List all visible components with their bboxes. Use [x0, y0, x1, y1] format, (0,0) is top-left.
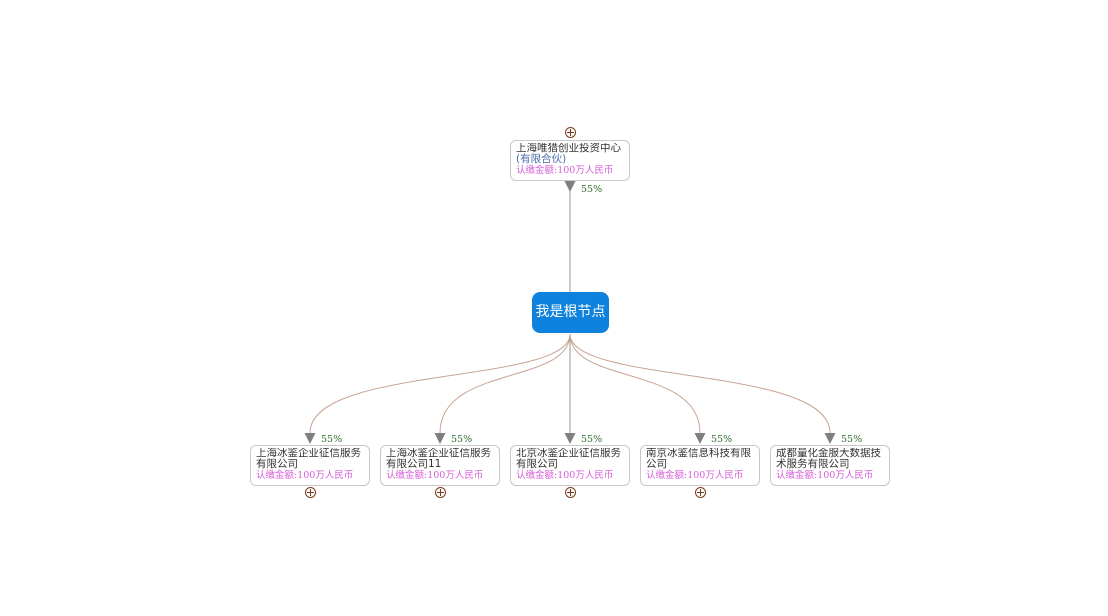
expand-parent-icon[interactable]: [565, 127, 576, 138]
child-node-amount: 认缴金额:100万人民币: [646, 470, 744, 481]
expand-child-4-icon[interactable]: [695, 487, 706, 498]
child-node-amount: 认缴金额:100万人民币: [386, 470, 484, 481]
child-node-name: 南京冰鉴信息科技有限公司: [646, 448, 751, 470]
arrow-child-2: [434, 433, 446, 444]
edge-root-child-5: [569, 333, 831, 434]
root-node[interactable]: 我是根节点: [532, 292, 609, 333]
child-percent-4: 55%: [711, 434, 733, 445]
arrow-parent: [564, 181, 576, 192]
child-node-name: 北京冰鉴企业征信服务有限公司: [516, 448, 621, 470]
arrow-child-4: [694, 433, 706, 444]
edge-root-child-4: [569, 333, 701, 434]
parent-percent: 55%: [581, 184, 603, 195]
child-node-amount: 认缴金额:100万人民币: [516, 470, 614, 481]
child-node-1[interactable]: 上海冰鉴企业征信服务有限公司 认缴金额:100万人民币: [250, 445, 370, 486]
edge-root-child-2: [439, 333, 571, 434]
expand-child-3-icon[interactable]: [565, 487, 576, 498]
arrow-child-3: [564, 433, 576, 444]
parent-node-name-main: 上海唯猎创业投资中心: [516, 143, 621, 154]
arrow-child-1: [304, 433, 316, 444]
arrow-child-5: [824, 433, 836, 444]
child-node-4[interactable]: 南京冰鉴信息科技有限公司 认缴金额:100万人民币: [640, 445, 760, 486]
child-node-amount: 认缴金额:100万人民币: [776, 470, 874, 481]
child-percent-2: 55%: [451, 434, 473, 445]
child-node-2[interactable]: 上海冰鉴企业征信服务有限公司11 认缴金额:100万人民币: [380, 445, 500, 486]
parent-node-name-sub: (有限合伙): [516, 153, 567, 165]
child-node-5[interactable]: 成都量化金服大数据技术服务有限公司 认缴金额:100万人民币: [770, 445, 890, 486]
child-node-name: 成都量化金服大数据技术服务有限公司: [776, 448, 881, 470]
child-percent-5: 55%: [841, 434, 863, 445]
child-percent-3: 55%: [581, 434, 603, 445]
child-node-name: 上海冰鉴企业征信服务有限公司11: [386, 448, 491, 470]
parent-node-name: 上海唯猎创业投资中心(有限合伙): [516, 143, 625, 165]
child-percent-1: 55%: [321, 434, 343, 445]
parent-node[interactable]: 上海唯猎创业投资中心(有限合伙) 认缴金额:100万人民币: [510, 140, 630, 181]
child-node-name: 上海冰鉴企业征信服务有限公司: [256, 448, 361, 470]
parent-node-amount: 认缴金额:100万人民币: [516, 165, 614, 176]
expand-child-1-icon[interactable]: [305, 487, 316, 498]
expand-child-2-icon[interactable]: [435, 487, 446, 498]
child-node-3[interactable]: 北京冰鉴企业征信服务有限公司 认缴金额:100万人民币: [510, 445, 630, 486]
edge-root-child-1: [309, 333, 571, 434]
child-node-amount: 认缴金额:100万人民币: [256, 470, 354, 481]
